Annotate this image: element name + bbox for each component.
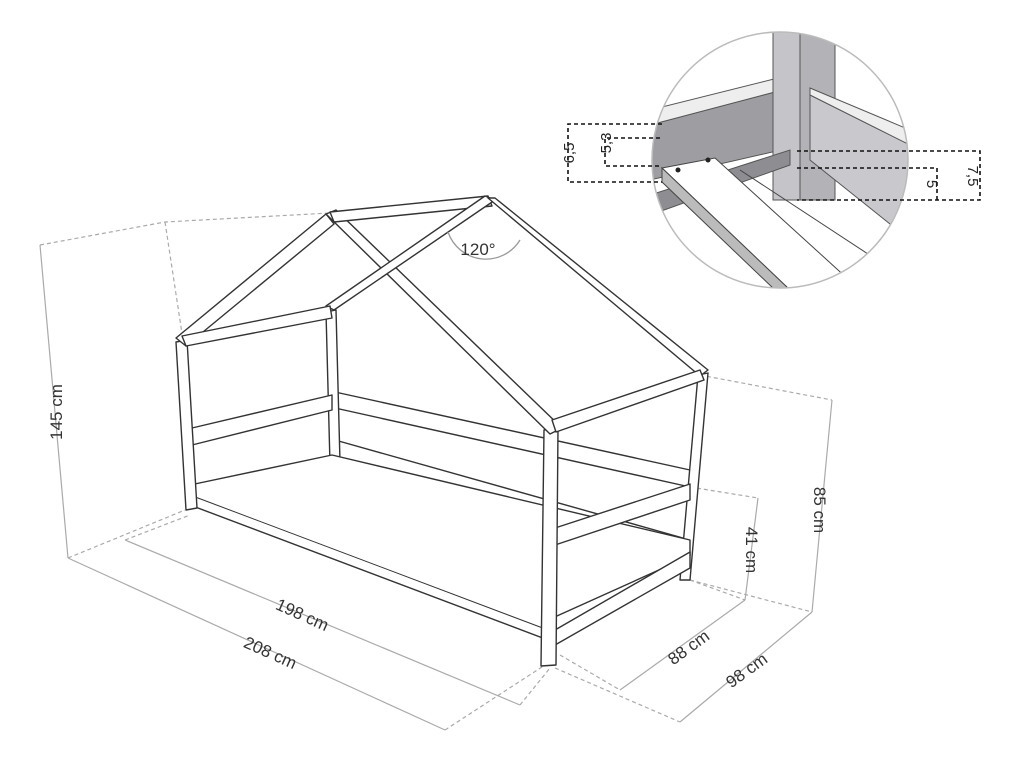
length-208-label: 208 cm xyxy=(241,633,300,673)
inset-label-5: 5 xyxy=(923,180,940,188)
bed-frame xyxy=(175,195,709,667)
inset-label-6-5: 6,5 xyxy=(561,143,578,164)
post-85-label: 85 cm xyxy=(810,487,829,533)
inset-label-5-3: 5,3 xyxy=(598,133,615,154)
height-145-label: 145 cm xyxy=(47,384,66,440)
roof-angle-label: 120° xyxy=(460,240,495,259)
length-198-label: 198 cm xyxy=(273,595,332,635)
width-88-label: 88 cm xyxy=(664,626,713,669)
detail-inset xyxy=(567,31,981,289)
rail-41-label: 41 cm xyxy=(742,527,761,573)
width-98-label: 98 cm xyxy=(722,649,771,692)
dimension-lines xyxy=(39,212,833,731)
angle-arc xyxy=(447,231,521,260)
inset-label-7-5: 7,5 xyxy=(964,166,981,187)
